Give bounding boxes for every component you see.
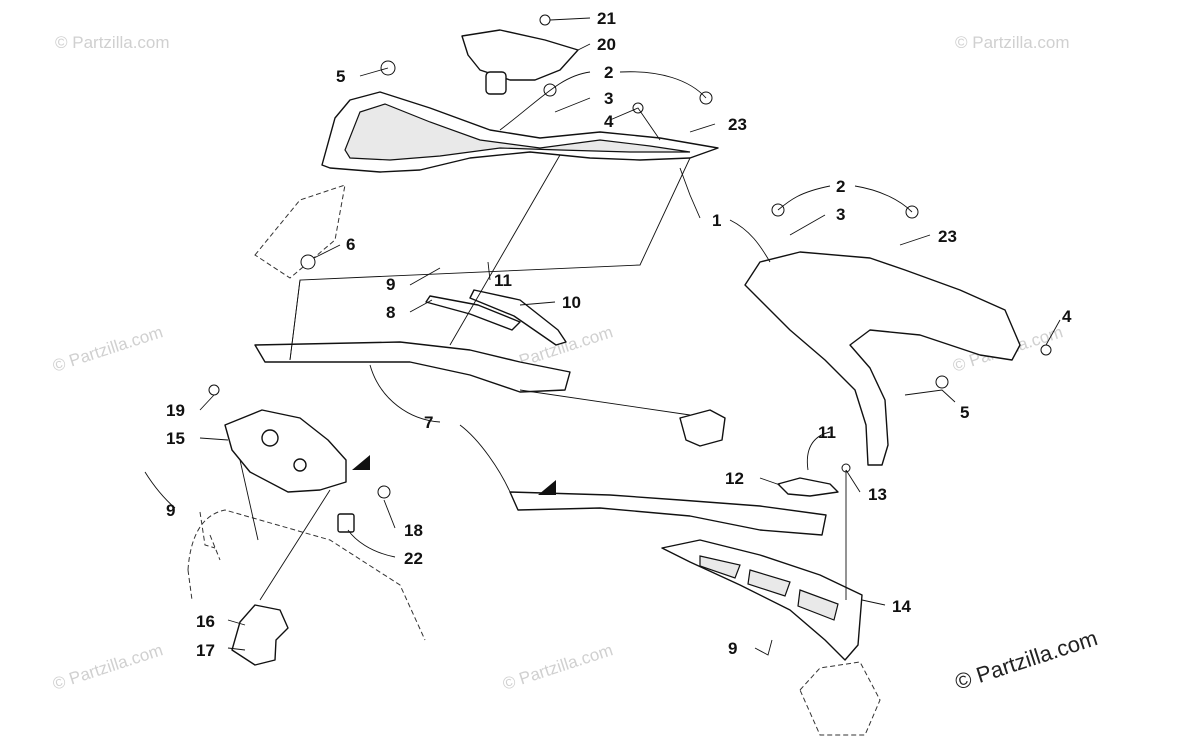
callout-9: 9 bbox=[386, 275, 395, 294]
callout-2: 2 bbox=[836, 177, 845, 196]
leader-lines bbox=[144, 17, 1061, 656]
headlight-housing bbox=[461, 29, 579, 81]
callout-18: 18 bbox=[404, 521, 423, 540]
screw-head bbox=[539, 14, 551, 26]
callout-8: 8 bbox=[386, 303, 395, 322]
direction-arrow-marker bbox=[352, 455, 370, 470]
watermark-text: © Partzilla.com bbox=[55, 33, 170, 52]
callout-16: 16 bbox=[196, 612, 215, 631]
watermark-text: © Partzilla.com bbox=[50, 322, 165, 375]
callout-12: 12 bbox=[725, 469, 744, 488]
callout-13: 13 bbox=[868, 485, 887, 504]
footrest-plate bbox=[661, 539, 863, 661]
left-side-panel-inner bbox=[344, 103, 691, 161]
callout-22: 22 bbox=[404, 549, 423, 568]
clip bbox=[337, 513, 355, 533]
callout-9: 9 bbox=[166, 501, 175, 520]
frame-outline-dashed bbox=[187, 509, 426, 641]
bracket-hole bbox=[293, 458, 307, 472]
small-bracket bbox=[679, 409, 726, 447]
callout-17: 17 bbox=[196, 641, 215, 660]
right-side-panel bbox=[744, 251, 1021, 466]
left-rail bbox=[254, 341, 571, 393]
callout-21: 21 bbox=[597, 9, 616, 28]
callout-2: 2 bbox=[604, 63, 613, 82]
brace-bar bbox=[425, 295, 521, 331]
copyright-watermark: © Partzilla.com bbox=[952, 625, 1101, 695]
frame-outline-dashed bbox=[254, 184, 346, 279]
watermark-layer: © Partzilla.com © Partzilla.com © Partzi… bbox=[50, 33, 1069, 694]
callout-labels: 21 20 5 2 3 4 23 1 2 3 23 6 9 11 8 10 4 … bbox=[166, 9, 1072, 660]
callout-9: 9 bbox=[728, 639, 737, 658]
callout-23: 23 bbox=[938, 227, 957, 246]
brace-bar bbox=[469, 289, 567, 346]
callout-7: 7 bbox=[424, 413, 433, 432]
screw-head bbox=[935, 375, 949, 389]
footrest-plate-cutouts bbox=[699, 555, 839, 621]
screw-head bbox=[1040, 344, 1052, 356]
callout-6: 6 bbox=[346, 235, 355, 254]
frame-outline-dashed bbox=[799, 661, 881, 736]
small-bracket bbox=[777, 477, 839, 497]
watermark-text: © Partzilla.com bbox=[500, 640, 615, 693]
watermark-text: © Partzilla.com bbox=[50, 640, 165, 693]
callout-3: 3 bbox=[836, 205, 845, 224]
bolt-head bbox=[377, 485, 391, 499]
screw-head bbox=[208, 384, 220, 396]
callout-14: 14 bbox=[892, 597, 911, 616]
right-rail bbox=[509, 491, 827, 536]
callout-23: 23 bbox=[728, 115, 747, 134]
fastener-set bbox=[208, 14, 1052, 499]
callout-4: 4 bbox=[604, 112, 614, 131]
mount-bracket bbox=[224, 409, 347, 493]
clip-plate bbox=[231, 604, 289, 666]
callout-4: 4 bbox=[1062, 307, 1072, 326]
callout-3: 3 bbox=[604, 89, 613, 108]
headlight-bulb-socket bbox=[485, 71, 507, 95]
callout-5: 5 bbox=[336, 67, 345, 86]
nut bbox=[300, 254, 316, 270]
bracket-hole bbox=[261, 429, 279, 447]
callout-10: 10 bbox=[562, 293, 581, 312]
callout-19: 19 bbox=[166, 401, 185, 420]
callout-1: 1 bbox=[712, 211, 721, 230]
callout-11: 11 bbox=[818, 423, 836, 442]
callout-20: 20 bbox=[597, 35, 616, 54]
callout-11: 11 bbox=[494, 271, 512, 290]
watermark-text: © Partzilla.com bbox=[955, 33, 1070, 52]
callout-15: 15 bbox=[166, 429, 185, 448]
direction-arrow-marker bbox=[538, 480, 556, 495]
callout-5: 5 bbox=[960, 403, 969, 422]
